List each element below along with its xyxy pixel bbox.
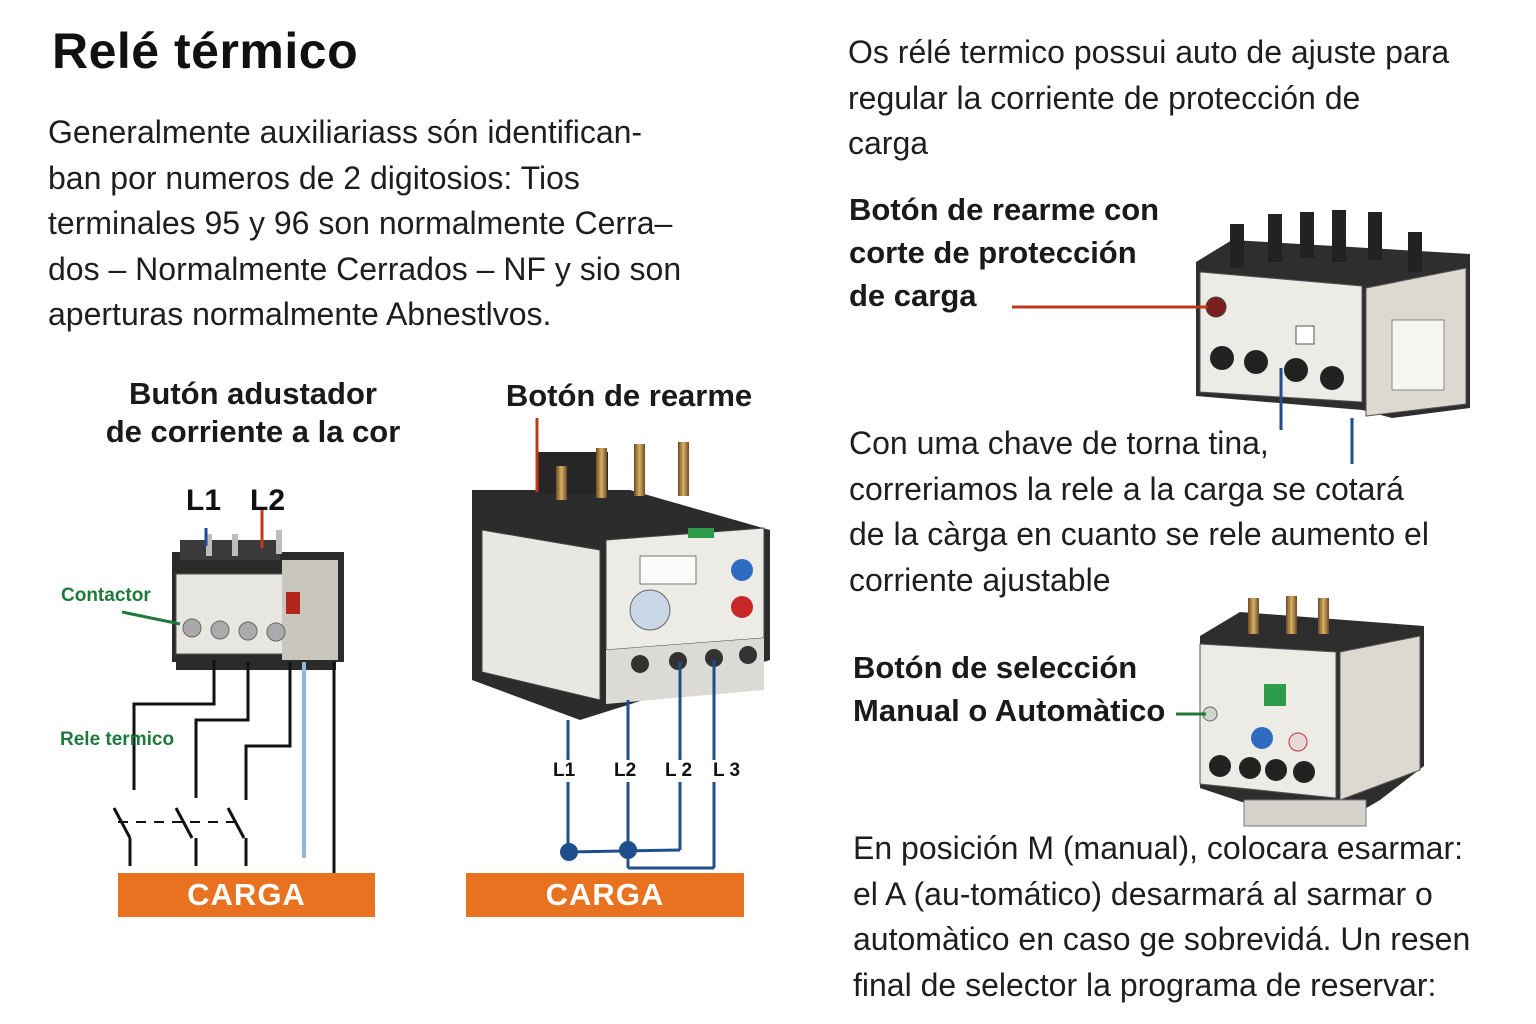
left-paragraph-line: ban por numeros de 2 digitosios: Tios [48, 159, 580, 196]
left-paragraph: Generalmente auxiliariass són identifica… [48, 110, 762, 338]
right-top-line: carga [848, 125, 929, 161]
callout-line: Manual o Automàtico [853, 693, 1166, 728]
page-title: Relé térmico [52, 23, 359, 79]
terminal-l1-label: L1 [186, 484, 222, 517]
selector-callout: Botón de selección Manual o Automàtico [853, 646, 1165, 732]
contactor-label: Contactor [61, 585, 151, 606]
junction-dot [560, 843, 578, 861]
callout-line: de carga [849, 278, 977, 313]
rele-termico-label: Rele termico [60, 729, 175, 750]
adjuster-label-line: de corriente a la cor [105, 414, 401, 449]
terminal-l1-label: L1 [553, 760, 576, 781]
right-top-relay-device [1196, 210, 1470, 418]
right-mid-line: corriente ajustable [849, 561, 1111, 598]
right-bottom-line: final de selector la programa de reserva… [853, 966, 1437, 1003]
middle-wiring [566, 660, 716, 870]
left-relay-device [172, 530, 344, 670]
right-mid-line: Con uma chave de torna tina, [849, 425, 1269, 461]
left-wiring [112, 660, 336, 875]
carga-box-left: CARGA [118, 873, 375, 917]
right-top-paragraph: Os rélé termico possui auto de ajuste pa… [848, 30, 1498, 167]
right-bottom-line: automàtico en caso ge sobrevidá. Un rese… [853, 921, 1471, 957]
left-paragraph-line: dos – Normalmente Cerrados – NF y sio so… [48, 250, 682, 287]
right-top-line: regular la corriente de protección de [848, 79, 1361, 116]
reset-button-label: Botón de rearme [505, 378, 753, 413]
adjuster-label: Butón adustador de corriente a la cor [80, 376, 426, 450]
left-paragraph-line: terminales 95 y 96 son normalmente Cerra… [48, 205, 673, 241]
right-top-line: Os rélé termico possui auto de ajuste pa… [848, 34, 1450, 70]
left-paragraph-line: Generalmente auxiliariass són identifica… [48, 114, 643, 150]
right-bottom-line: el A (au-tomático) desarmará al sarmar o [853, 875, 1433, 912]
adjuster-label-line: Butón adustador [129, 376, 377, 411]
right-mid-line: correriamos la rele a la carga se cotará [849, 470, 1404, 507]
junction-dot [619, 841, 637, 859]
reset-cut-callout: Botón de rearme con corte de protección … [849, 188, 1159, 317]
right-bottom-relay-device [1199, 596, 1424, 827]
right-mid-line: de la càrga en cuanto se rele aumento el [849, 516, 1429, 552]
callout-line: corte de protección [849, 235, 1137, 270]
right-mid-paragraph: Con uma chave de torna tina, correriamos… [849, 421, 1489, 603]
terminal-l2-label: L2 [614, 760, 637, 781]
right-bottom-line: En posición M (manual), colocara esarmar… [853, 830, 1464, 866]
contactor-pointer-line [121, 610, 181, 626]
terminal-l2-label: L 2 [665, 760, 693, 781]
carga-box-right: CARGA [466, 873, 744, 917]
left-paragraph-line: aperturas normalmente Abnestlvos. [48, 296, 552, 332]
middle-relay-device [472, 442, 770, 720]
terminal-l2-label: L2 [250, 484, 286, 517]
terminal-l3-label: L 3 [713, 760, 741, 781]
callout-line: Botón de selección [853, 650, 1138, 685]
right-bottom-paragraph: En posición M (manual), colocara esarmar… [853, 826, 1498, 1008]
callout-line: Botón de rearme con [849, 192, 1160, 227]
